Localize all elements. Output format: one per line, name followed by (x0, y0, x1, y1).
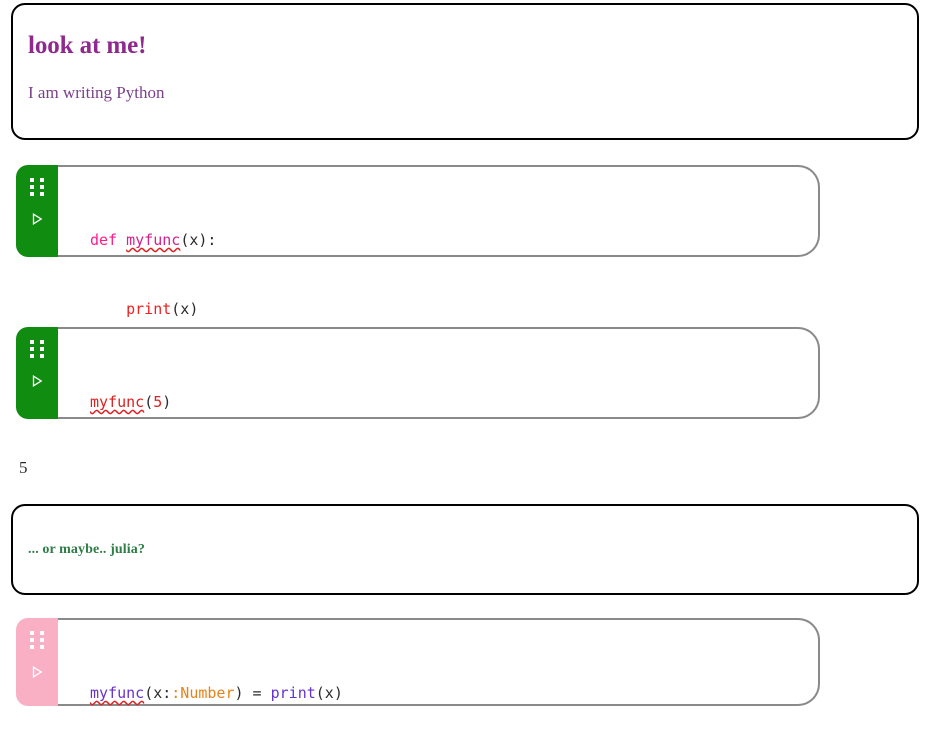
code-token: print (270, 684, 316, 702)
code-token: ) (162, 393, 172, 411)
code-editor-julia[interactable]: myfunc(x::Number) = print(x) (58, 618, 820, 706)
code-cell-python-call[interactable]: myfunc(5) (16, 327, 820, 419)
code-token: (x) (315, 684, 343, 702)
code-token: myfunc (126, 231, 181, 249)
drag-handle-icon[interactable] (30, 340, 44, 358)
cell-gutter-python-2[interactable] (16, 327, 58, 419)
drag-handle-icon[interactable] (30, 631, 44, 649)
code-editor-python-call[interactable]: myfunc(5) (58, 327, 820, 419)
run-play-icon[interactable] (29, 373, 45, 389)
cell-output-value: 5 (19, 458, 28, 477)
markdown-cell-intro-body: look at me! I am writing Python (13, 5, 917, 103)
code-line: myfunc(5) (90, 391, 818, 414)
run-play-icon[interactable] (29, 664, 45, 680)
code-line: myfunc(x::Number) = print(x) (90, 682, 818, 705)
markdown-cell-julia[interactable]: ... or maybe.. julia? (11, 504, 919, 595)
code-token: myfunc (90, 393, 145, 411)
code-editor-python-def-text[interactable]: def myfunc(x): print(x) (58, 167, 818, 367)
code-token: :Number (171, 684, 235, 702)
markdown-cell-intro[interactable]: look at me! I am writing Python (11, 3, 919, 140)
code-editor-python-def[interactable]: def myfunc(x): print(x) (58, 165, 820, 318)
code-cell-python-def[interactable]: def myfunc(x): print(x) (16, 165, 820, 318)
code-token: ( (144, 393, 154, 411)
cell-gutter-python-1[interactable] (16, 165, 58, 257)
code-token: 5 (153, 393, 163, 411)
code-token (90, 300, 126, 318)
code-token: myfunc (90, 684, 145, 702)
run-play-icon[interactable] (29, 211, 45, 227)
markdown-heading-or-maybe-julia: ... or maybe.. julia? (28, 542, 145, 557)
markdown-heading-look-at-me: look at me! (28, 32, 147, 59)
markdown-paragraph-writing-python: I am writing Python (28, 82, 165, 102)
markdown-cell-julia-body: ... or maybe.. julia? (13, 506, 917, 557)
code-token: print (126, 300, 172, 318)
code-token: (x) (171, 300, 199, 318)
code-cell-julia[interactable]: myfunc(x::Number) = print(x) (16, 618, 820, 706)
code-editor-julia-text[interactable]: myfunc(x::Number) = print(x) (58, 620, 818, 751)
code-line: def myfunc(x): (90, 229, 818, 252)
code-editor-python-call-text[interactable]: myfunc(5) (58, 329, 818, 460)
code-token: (x): (180, 231, 217, 249)
drag-handle-icon[interactable] (30, 178, 44, 196)
code-token: def (90, 231, 127, 249)
code-token: (x: (144, 684, 172, 702)
cell-gutter-julia[interactable] (16, 618, 58, 706)
code-token: ) = (234, 684, 271, 702)
code-line: print(x) (90, 298, 818, 321)
